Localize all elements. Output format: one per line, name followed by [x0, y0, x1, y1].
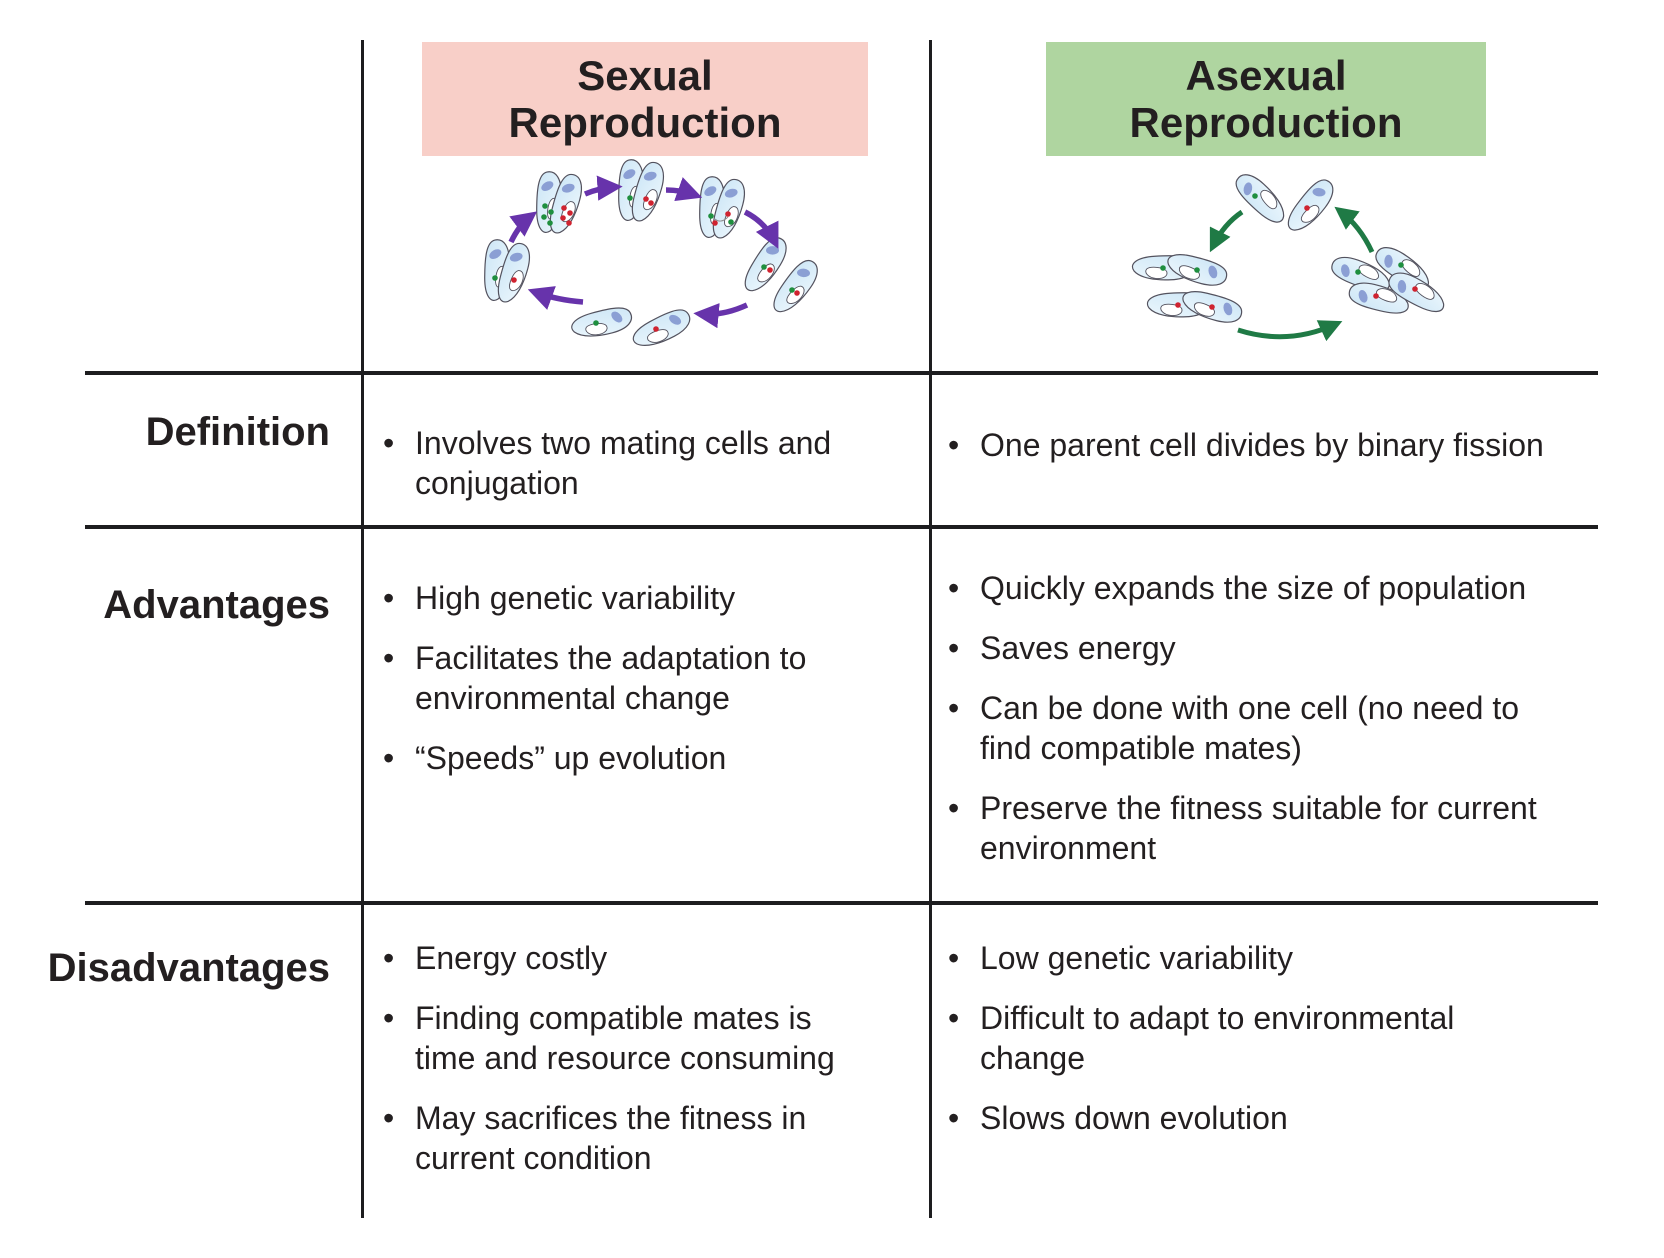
bullet-dot-icon: •	[383, 740, 395, 776]
bullet-text: Preserve the fitness suitable for curren…	[980, 790, 1537, 866]
bullet-text: Low genetic variability	[980, 940, 1294, 976]
table-vertical-line-2	[929, 40, 932, 1218]
bullet-dot-icon: •	[948, 1000, 960, 1036]
row-label-advantages: Advantages	[103, 583, 330, 627]
bullet-text: Facilitates the adaptation to environmen…	[415, 640, 807, 716]
separating-pair	[740, 231, 823, 321]
asexual-reproduction-header: Asexual Reproduction	[1046, 42, 1486, 156]
paramecium-conjugation-cycle-diagram	[479, 158, 823, 358]
bullet-item: • Energy costly	[383, 938, 875, 978]
bullet-item: • Slows down evolution	[948, 1098, 1564, 1138]
bullet-text: Quickly expands the size of population	[980, 570, 1527, 606]
cycle-arrows	[508, 175, 779, 329]
bullet-dot-icon: •	[948, 1100, 960, 1136]
bullet-dot-icon: •	[383, 1100, 395, 1136]
bullet-text: Finding compatible mates is time and res…	[415, 1000, 835, 1076]
conjugating-pair	[613, 158, 667, 225]
bullet-item: • High genetic variability	[383, 578, 875, 618]
bullet-item: • Finding compatible mates is time and re…	[383, 998, 875, 1078]
bullet-dot-icon: •	[383, 640, 395, 676]
bullet-text: Saves energy	[980, 630, 1176, 666]
daughter-cells	[568, 298, 695, 358]
bullet-text: May sacrifices the fitness in current co…	[415, 1100, 807, 1176]
bullet-item: • May sacrifices the fitness in current c…	[383, 1098, 875, 1178]
sexual-reproduction-header: Sexual Reproduction	[422, 42, 868, 156]
table-horizontal-line-2	[85, 525, 1598, 529]
advantages-sexual-cell: • High genetic variability • Facilitates th…	[383, 578, 875, 798]
bullet-item: • Can be done with one cell (no need to f…	[948, 688, 1564, 768]
conjugating-pair	[531, 170, 585, 237]
cycle-arrows	[1209, 206, 1375, 342]
bullet-dot-icon: •	[383, 940, 395, 976]
bullet-dot-icon: •	[383, 1000, 395, 1036]
asexual-header-line1: Asexual	[1185, 52, 1347, 99]
bullet-text: “Speeds” up evolution	[415, 740, 727, 776]
sexual-header-line2: Reproduction	[508, 99, 782, 146]
bullet-item: • One parent cell divides by binary fissi…	[948, 425, 1564, 465]
disadvantages-sexual-cell: • Energy costly • Finding compatible mates …	[383, 938, 875, 1198]
bullet-item: • Low genetic variability	[948, 938, 1564, 978]
bullet-item: • Involves two mating cells and conjugati…	[383, 423, 875, 503]
bullet-text: Can be done with one cell (no need to fi…	[980, 690, 1520, 766]
bullet-item: • Preserve the fitness suitable for curre…	[948, 788, 1564, 868]
bullet-dot-icon: •	[383, 425, 395, 461]
bullet-dot-icon: •	[948, 940, 960, 976]
conjugating-pair-exchanging-material	[694, 175, 748, 242]
bullet-text: One parent cell divides by binary fissio…	[980, 427, 1544, 463]
bullet-text: Slows down evolution	[980, 1100, 1288, 1136]
bullet-dot-icon: •	[948, 790, 960, 826]
bullet-dot-icon: •	[948, 690, 960, 726]
definition-sexual-cell: • Involves two mating cells and conjugati…	[383, 423, 875, 523]
bullet-dot-icon: •	[383, 580, 395, 616]
definition-asexual-cell: • One parent cell divides by binary fissi…	[948, 425, 1564, 485]
bullet-text: Involves two mating cells and conjugatio…	[415, 425, 832, 501]
binary-fission-cells	[1130, 248, 1230, 288]
bullet-text: High genetic variability	[415, 580, 736, 616]
bullet-item: • Quickly expands the size of population	[948, 568, 1564, 608]
asexual-header-line2: Reproduction	[1129, 99, 1403, 146]
row-label-definition: Definition	[145, 410, 330, 454]
bullet-item: • Facilitates the adaptation to environme…	[383, 638, 875, 718]
table-horizontal-line-1	[85, 371, 1598, 375]
bullet-dot-icon: •	[948, 427, 960, 463]
bullet-dot-icon: •	[948, 630, 960, 666]
offspring-cluster	[1328, 242, 1451, 316]
row-label-disadvantages: Disadvantages	[47, 946, 330, 990]
bullet-text: Energy costly	[415, 940, 608, 976]
advantages-asexual-cell: •Quickly expands the size of population•…	[948, 568, 1564, 888]
table-vertical-line-1	[361, 40, 364, 1218]
bullet-item: • Difficult to adapt to environmental cha…	[948, 998, 1564, 1078]
disadvantages-asexual-cell: • Low genetic variability • Difficult to ad…	[948, 938, 1564, 1158]
bullet-text: Difficult to adapt to environmental chan…	[980, 1000, 1455, 1076]
sexual-header-line1: Sexual	[577, 52, 713, 99]
parent-cells	[1228, 169, 1339, 240]
bullet-item: • “Speeds” up evolution	[383, 738, 875, 778]
bullet-dot-icon: •	[948, 570, 960, 606]
table-horizontal-line-3	[85, 901, 1598, 905]
conjugating-pair	[479, 238, 533, 306]
paramecium-binary-fission-cycle-diagram	[1130, 169, 1451, 342]
bullet-item: • Saves energy	[948, 628, 1564, 668]
binary-fission-cells	[1145, 285, 1245, 325]
